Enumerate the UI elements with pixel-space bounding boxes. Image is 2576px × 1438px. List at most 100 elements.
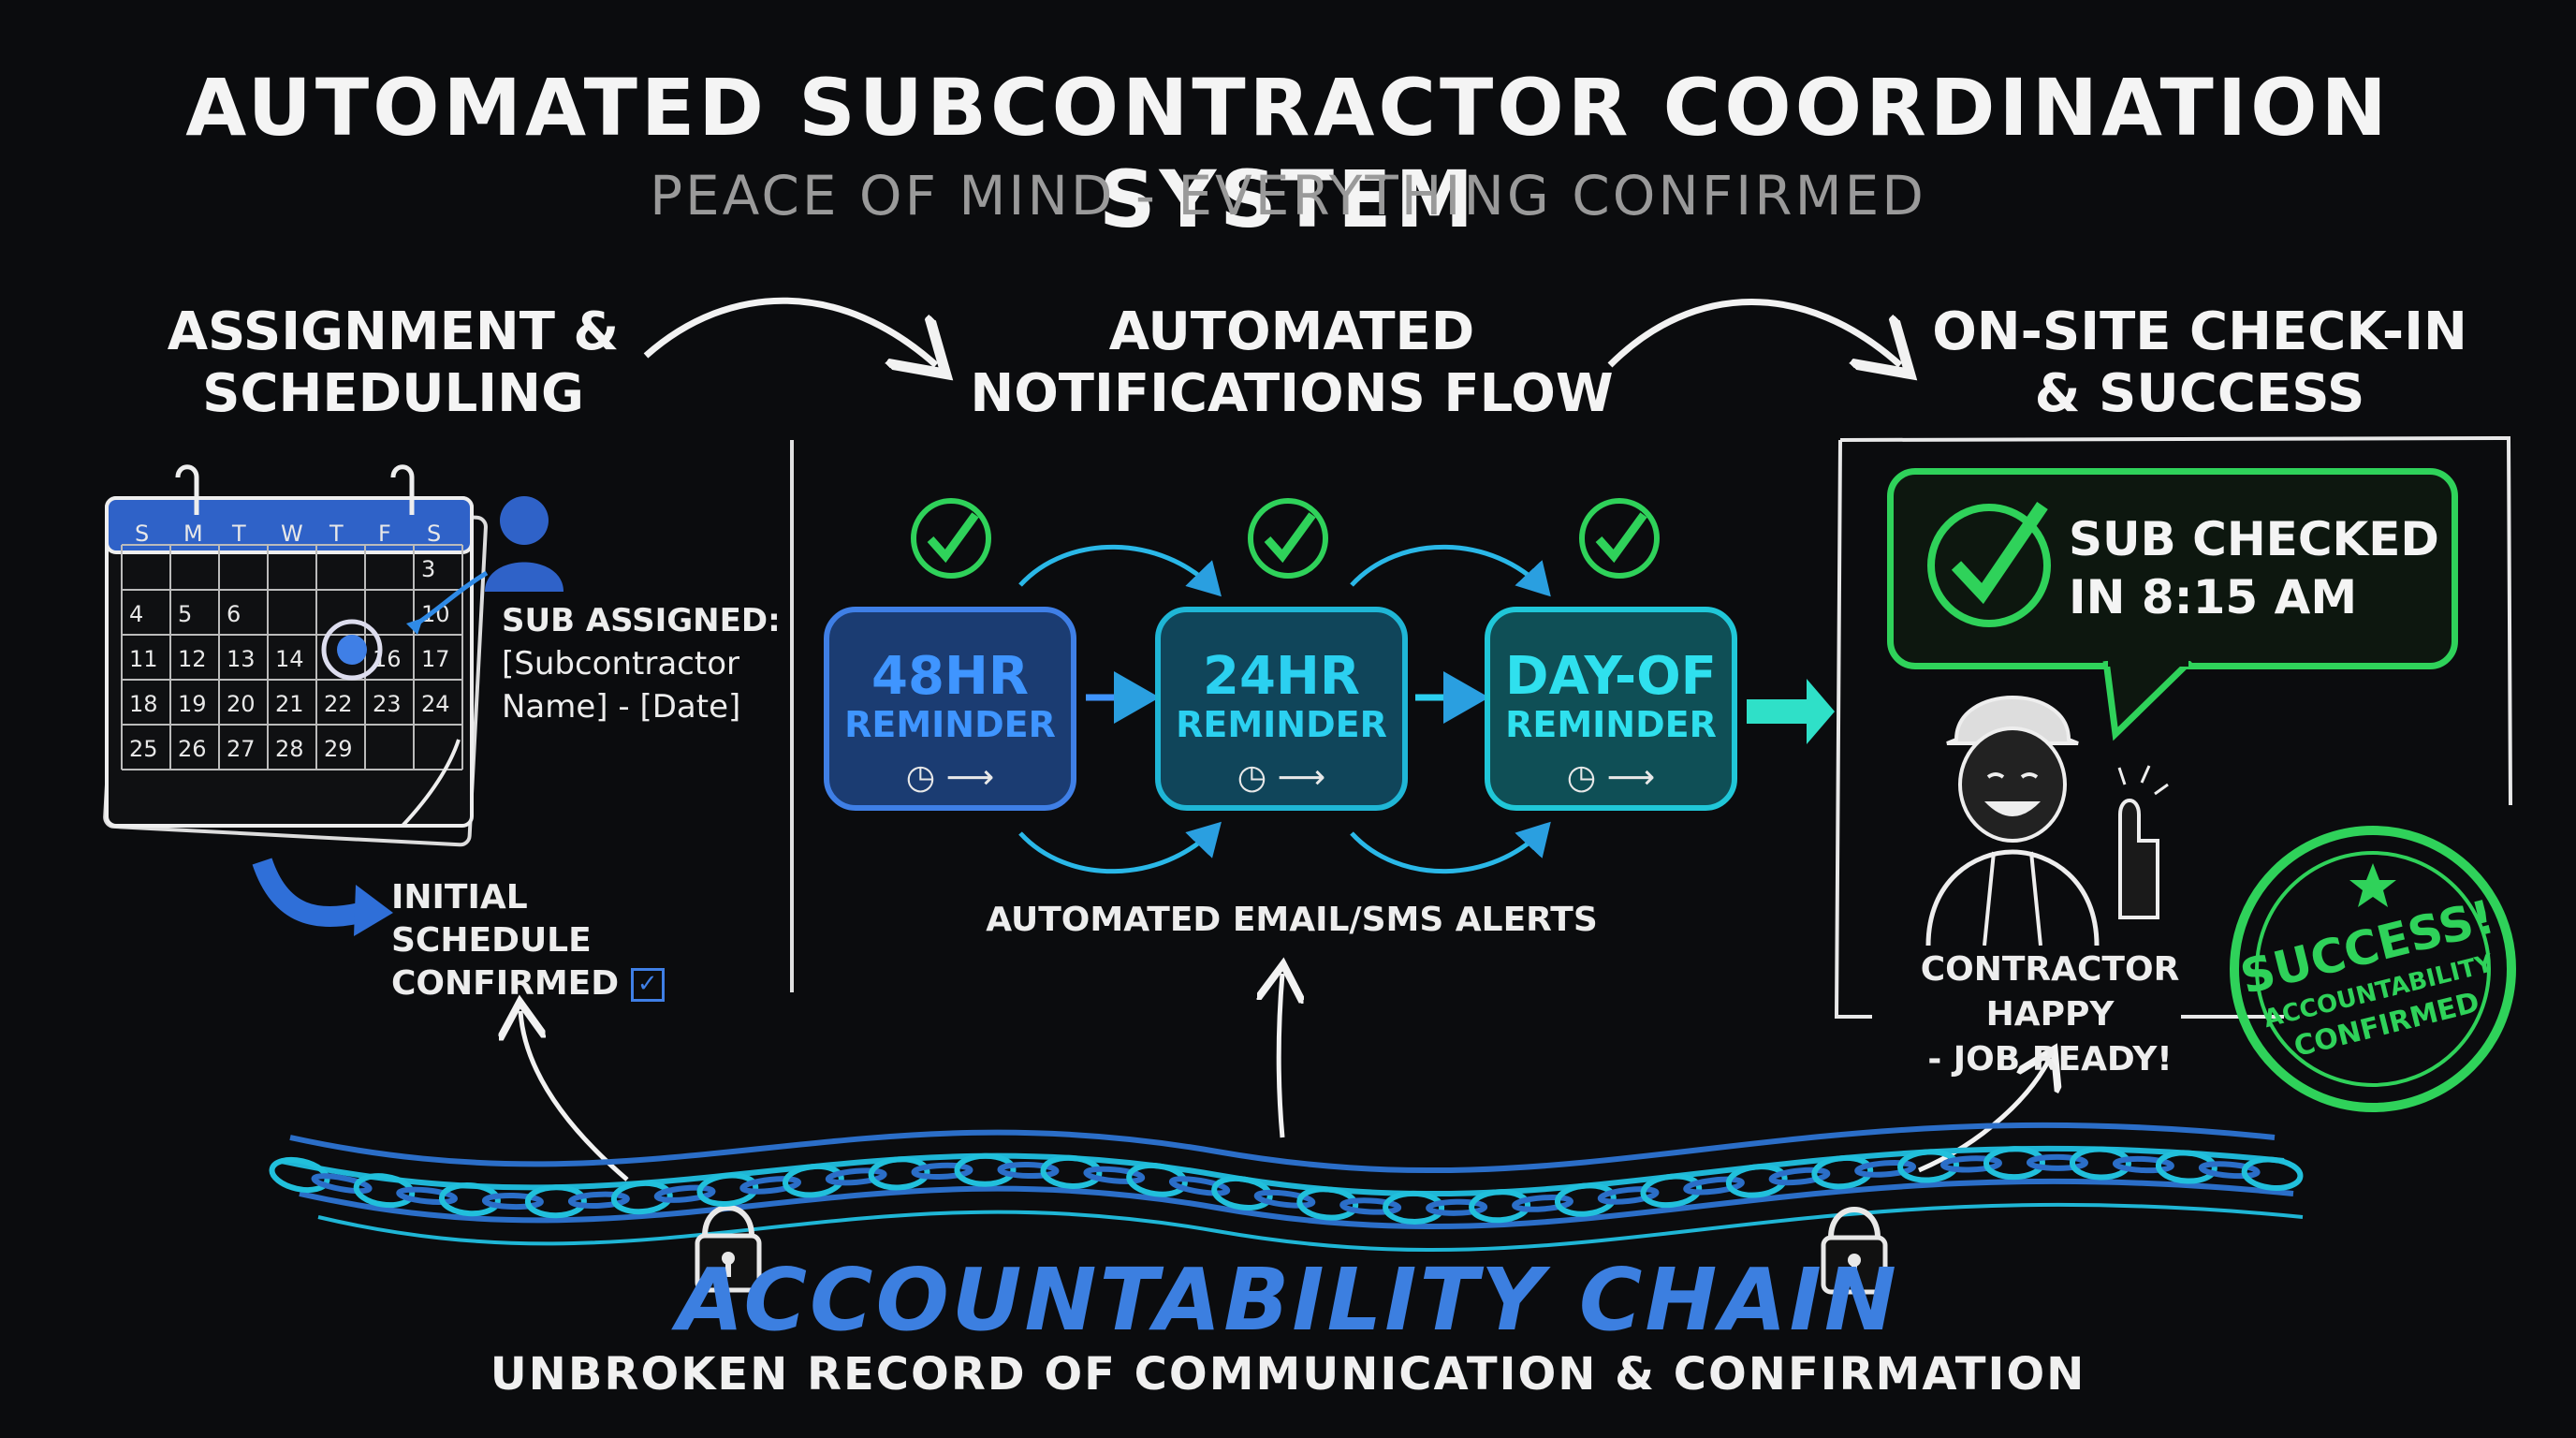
chain-link — [1683, 1176, 1745, 1196]
arrow-stage1-to-stage2 — [643, 297, 936, 365]
calendar-day: 20 — [227, 691, 256, 717]
success-stamp: SUCCESS! ACCOUNTABILITY CONFIRMED — [2230, 826, 2516, 1112]
reminder-day-of: DAY-OF REMINDER ◷ ⟶ — [1485, 607, 1737, 811]
chain-link — [783, 1163, 844, 1198]
initial-schedule-label: INITIAL SCHEDULE CONFIRMED ✓ — [391, 876, 728, 1005]
chain-link — [1253, 1189, 1316, 1209]
chain-link — [2155, 1150, 2217, 1184]
chain-link — [868, 1156, 930, 1191]
chain-link — [610, 1180, 673, 1215]
chain-link — [696, 1172, 759, 1207]
sub-assigned-label: SUB ASSIGNED: [Subcontractor Name] - [Da… — [502, 602, 781, 726]
chain-link — [524, 1184, 587, 1219]
chain-link — [1469, 1189, 1531, 1224]
chain-link — [739, 1176, 801, 1195]
chain-link — [997, 1161, 1060, 1180]
chain-link — [1383, 1190, 1445, 1225]
bubble-tail — [2102, 661, 2193, 741]
calendar-day: 29 — [324, 736, 353, 762]
chain-link — [396, 1186, 458, 1206]
calendar-day: 27 — [227, 736, 256, 762]
chain-link — [567, 1191, 630, 1209]
chain-link — [1811, 1154, 1874, 1190]
calendar-day: 22 — [324, 691, 353, 717]
chain-link — [1597, 1186, 1660, 1205]
calendar-weekday: T — [329, 521, 344, 547]
chain-link — [1083, 1166, 1146, 1184]
calendar-weekday: M — [183, 521, 203, 547]
chain-link — [1296, 1186, 1359, 1221]
chain-link — [954, 1152, 1017, 1187]
calendar-weekday: W — [281, 521, 303, 547]
calendar-day: 11 — [129, 646, 158, 672]
calendar-day: 19 — [178, 691, 207, 717]
stage-title-checkin: ON-SITE CHECK-IN & SUCCESS — [1932, 301, 2467, 424]
checkbox-checked-icon: ✓ — [630, 968, 665, 1002]
chain-link — [1897, 1149, 1959, 1183]
chain-link — [825, 1167, 887, 1186]
clock-icon: ◷ ⟶ — [1237, 758, 1326, 797]
chain-link — [1512, 1195, 1573, 1212]
calendar-day: 4 — [129, 601, 143, 627]
calendar-weekday: S — [427, 521, 441, 547]
chain-link — [1126, 1162, 1188, 1197]
calendar-day: 6 — [227, 601, 241, 627]
chain-link — [353, 1173, 416, 1209]
calendar-weekday: S — [135, 521, 149, 547]
calendar-day: 3 — [421, 556, 435, 582]
chain-link — [1640, 1173, 1703, 1209]
chain-link — [2198, 1161, 2261, 1180]
chain-link — [481, 1193, 544, 1211]
check-icon — [1248, 498, 1328, 579]
chain-link — [1040, 1154, 1103, 1189]
alerts-label: AUTOMATED EMAIL/SMS ALERTS — [986, 901, 1598, 939]
contractor-figure-icon — [1925, 696, 2169, 946]
chain-link — [1426, 1198, 1488, 1216]
chain-link — [1211, 1175, 1273, 1211]
accountability-chain — [280, 1122, 2304, 1253]
chain-link — [2112, 1155, 2174, 1174]
calendar-weekday: T — [231, 521, 246, 547]
chain-link — [1983, 1146, 2045, 1181]
calendar-day: 21 — [275, 691, 304, 717]
chain-link — [269, 1156, 330, 1194]
stage-title-notifications: AUTOMATED NOTIFICATIONS FLOW — [970, 301, 1614, 424]
calendar-day: 28 — [275, 736, 304, 762]
calendar-day: 5 — [178, 601, 192, 627]
chain-link — [2241, 1156, 2304, 1191]
calendar-day: 12 — [178, 646, 207, 672]
chain-link — [1339, 1197, 1402, 1215]
chain-link — [2069, 1146, 2131, 1181]
padlock-icon — [695, 1205, 762, 1293]
arrow-stage2-to-stage3 — [1607, 299, 1900, 366]
calendar-day: 14 — [275, 646, 304, 672]
calendar-day: 24 — [421, 691, 450, 717]
chain-link — [1554, 1182, 1617, 1217]
calendar-day: 18 — [129, 691, 158, 717]
chain-link — [1939, 1155, 2002, 1173]
calendar-day: 25 — [129, 736, 158, 762]
contractor-happy-label: CONTRACTOR HAPPY - JOB READY! — [1920, 950, 2180, 1078]
checkin-bubble — [1887, 468, 2458, 669]
page-subtitle: PEACE OF MIND - EVERYTHING CONFIRMED — [650, 164, 1926, 227]
chain-link — [2026, 1153, 2088, 1171]
chain-link — [311, 1173, 373, 1195]
chain-link — [653, 1184, 716, 1203]
user-icon — [406, 496, 564, 635]
reminder-checks — [911, 498, 1660, 579]
chain-title: ACCOUNTABILITY CHAIN — [677, 1250, 1899, 1350]
reminder-24hr: 24HR REMINDER ◷ ⟶ — [1155, 607, 1408, 811]
calendar-weekday: F — [378, 521, 391, 547]
calendar-day: 26 — [178, 736, 207, 762]
chain-link — [1725, 1164, 1788, 1198]
calendar-day: 17 — [421, 646, 450, 672]
chain-link — [438, 1182, 501, 1217]
check-icon — [1579, 498, 1660, 579]
clock-icon: ◷ ⟶ — [905, 758, 995, 797]
check-icon — [911, 498, 991, 579]
chain-link — [1854, 1160, 1917, 1178]
padlock-icon — [1821, 1207, 1888, 1295]
